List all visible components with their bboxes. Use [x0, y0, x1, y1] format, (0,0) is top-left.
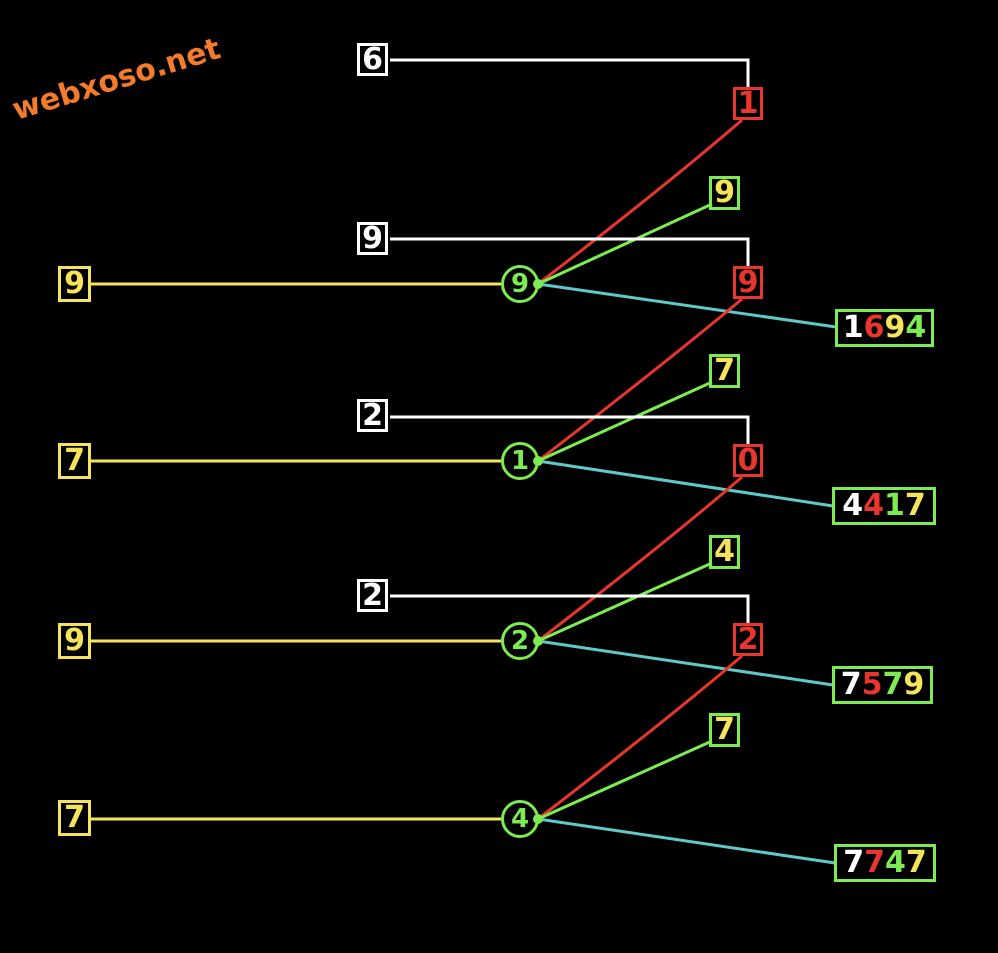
result-digit: 7 [882, 667, 904, 702]
green-digit-box: 7 [709, 713, 740, 747]
result-digit: 4 [885, 845, 906, 880]
white-connector [390, 58, 750, 87]
green-connector [537, 202, 713, 286]
green-digit-box: 7 [709, 354, 740, 388]
red-connector [537, 118, 743, 286]
result-digit: 7 [904, 488, 926, 523]
red-connector [537, 297, 743, 463]
result-digit: 7 [840, 667, 862, 702]
result-digit: 7 [905, 845, 927, 880]
green-connector [537, 739, 713, 821]
green-digit-box: 4 [709, 535, 740, 569]
top-digit-box: 6 [357, 43, 388, 76]
top-digit-box: 2 [357, 579, 388, 612]
red-connector [537, 654, 743, 821]
result-digit: 9 [884, 310, 906, 345]
result-digit: 1 [884, 488, 905, 523]
hub-circle: 4 [501, 800, 539, 838]
cyan-connector [537, 282, 837, 329]
green-digit-box: 9 [709, 176, 740, 210]
white-connector [390, 594, 750, 623]
result-digit: 7 [864, 845, 885, 880]
cyan-connector [537, 817, 836, 865]
hub-circle: 1 [501, 442, 539, 480]
result-digit: 7 [843, 845, 865, 880]
left-digit-box: 9 [58, 623, 91, 659]
white-connector [390, 237, 750, 266]
top-digit-box: 2 [357, 399, 388, 432]
result-digit: 1 [842, 310, 864, 345]
result-digit: 4 [842, 488, 864, 523]
red-digit-box: 2 [733, 623, 763, 656]
red-digit-box: 9 [733, 266, 763, 299]
white-connector [390, 415, 750, 444]
left-digit-box: 7 [58, 800, 91, 836]
red-connector [537, 475, 743, 643]
left-digit-box: 9 [58, 266, 91, 302]
top-digit-box: 9 [357, 222, 388, 255]
cyan-connector [537, 639, 834, 687]
red-digit-box: 1 [733, 87, 763, 120]
red-digit-box: 0 [733, 444, 763, 477]
result-digit: 4 [863, 488, 884, 523]
result-digit: 6 [863, 310, 885, 345]
cyan-connector [537, 459, 834, 508]
left-digit-box: 7 [58, 443, 91, 479]
hub-circle: 2 [501, 622, 539, 660]
result-digit: 5 [861, 667, 883, 702]
hub-circle: 9 [501, 265, 539, 303]
green-connector [537, 380, 713, 463]
result-digit: 9 [903, 667, 925, 702]
green-connector [537, 561, 713, 643]
result-digit: 4 [905, 310, 927, 345]
